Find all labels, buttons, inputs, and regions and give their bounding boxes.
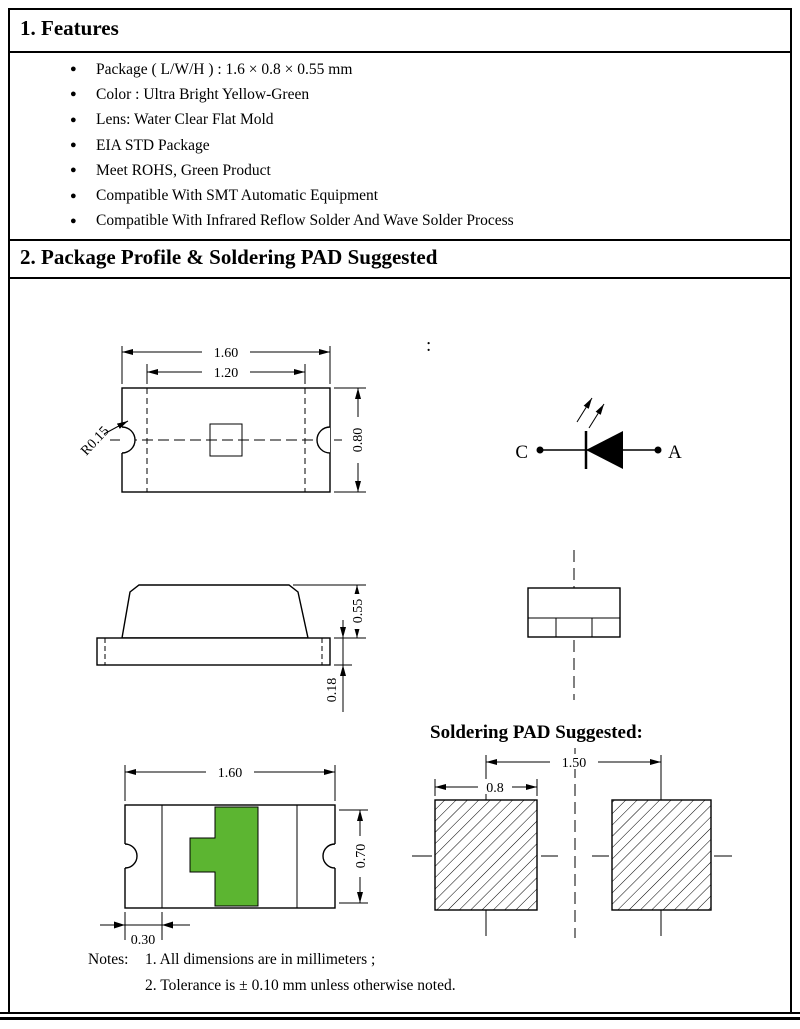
- footer-rule-2: [0, 1017, 800, 1020]
- feature-item: ● EIA STD Package: [70, 133, 514, 158]
- bullet-icon: ●: [70, 63, 77, 76]
- bullet-icon: ●: [70, 88, 77, 101]
- feature-item: ● Meet ROHS, Green Product: [70, 158, 514, 183]
- top-view-drawing: 1.60 1.20 0.80 R0.15: [78, 344, 366, 493]
- right-solder-pad: [611, 799, 712, 911]
- separator-under-section2-title: [8, 277, 792, 279]
- lens-body: [121, 584, 309, 639]
- right-notch: [322, 843, 336, 869]
- dim-base-height: 0.18: [325, 678, 340, 703]
- diode-triangle: [586, 431, 623, 469]
- dim-top-outer-length: 1.60: [214, 346, 239, 361]
- solder-pad-section-title: Soldering PAD Suggested:: [430, 722, 643, 743]
- feature-item: ● Package ( L/W/H ) : 1.6 × 0.8 × 0.55 m…: [70, 57, 514, 82]
- dim-body-height: 0.55: [351, 599, 366, 624]
- chip-die-outline: [209, 423, 243, 457]
- feature-item: ● Color : Ultra Bright Yellow-Green: [70, 82, 514, 107]
- dim-notch-radius: R0.15: [78, 424, 112, 459]
- feature-text: Meet ROHS, Green Product: [96, 161, 271, 179]
- end-view-drawing: [527, 550, 621, 700]
- base-substrate: [96, 637, 331, 666]
- notes-label: Notes:: [88, 951, 129, 968]
- diode-schematic: C A: [515, 397, 682, 469]
- anode-terminal-dot: [654, 446, 662, 454]
- bullet-icon: ●: [70, 164, 77, 177]
- light-arrow-icon: [576, 397, 593, 423]
- feature-item: ● Compatible With Infrared Reflow Solder…: [70, 209, 514, 234]
- dim-pad-pitch: 1.50: [562, 756, 587, 771]
- feature-text: Compatible With SMT Automatic Equipment: [96, 187, 379, 205]
- dim-bottom-width: 0.70: [354, 844, 369, 869]
- bullet-icon: ●: [70, 139, 77, 152]
- cathode-terminal-dot: [536, 446, 544, 454]
- feature-item: ● Compatible With SMT Automatic Equipmen…: [70, 183, 514, 208]
- note-line-1: 1. All dimensions are in millimeters ;: [145, 951, 376, 968]
- section2-title: 2. Package Profile & Soldering PAD Sugge…: [20, 245, 438, 269]
- solder-pad-layout-drawing: 1.50 0.8: [412, 748, 732, 938]
- separator-under-features-list: [8, 239, 792, 241]
- green-polarity-mark: [189, 806, 259, 907]
- technical-drawing: : 1.60 1.20 0.80: [78, 335, 732, 948]
- notes-row: Notes: 1. All dimensions are in millimet…: [88, 947, 456, 973]
- feature-item: ● Lens: Water Clear Flat Mold: [70, 108, 514, 133]
- end-view-outline: [527, 587, 621, 638]
- side-view-drawing: 0.55 0.18: [96, 584, 366, 712]
- frame-left-line: [8, 8, 10, 1014]
- anode-label: A: [668, 442, 682, 463]
- features-list: ● Package ( L/W/H ) : 1.6 × 0.8 × 0.55 m…: [70, 57, 514, 234]
- section1-title: 1. Features: [20, 16, 119, 40]
- feature-text: Compatible With Infrared Reflow Solder A…: [96, 212, 514, 230]
- dim-top-width: 0.80: [351, 428, 366, 453]
- feature-text: Lens: Water Clear Flat Mold: [96, 111, 274, 129]
- cathode-label: C: [515, 442, 528, 463]
- bullet-icon: ●: [70, 113, 77, 126]
- notes-block: Notes: 1. All dimensions are in millimet…: [88, 947, 456, 999]
- left-notch: [124, 843, 138, 869]
- note-line-2: 2. Tolerance is ± 0.10 mm unless otherwi…: [145, 977, 456, 994]
- dim-bottom-length: 1.60: [218, 766, 243, 781]
- dim-top-inner-length: 1.20: [214, 366, 239, 381]
- feature-text: Color : Ultra Bright Yellow-Green: [96, 85, 310, 103]
- stray-colon-text: :: [426, 335, 431, 356]
- dim-end-cap: 0.30: [131, 933, 156, 948]
- bullet-icon: ●: [70, 189, 77, 202]
- dim-pad-width: 0.8: [486, 781, 504, 796]
- bullet-icon: ●: [70, 214, 77, 227]
- light-arrow-icon: [588, 403, 605, 429]
- feature-text: Package ( L/W/H ) : 1.6 × 0.8 × 0.55 mm: [96, 60, 353, 78]
- footer-rule-1: [0, 1012, 800, 1014]
- frame-right-line: [790, 8, 792, 1014]
- feature-text: EIA STD Package: [96, 136, 210, 154]
- frame-top-line: [8, 8, 792, 10]
- bottom-view-drawing: 1.60 0.70 0.30: [100, 764, 369, 948]
- right-notch: [316, 426, 331, 454]
- separator-under-features-title: [8, 51, 792, 53]
- left-solder-pad: [434, 799, 538, 911]
